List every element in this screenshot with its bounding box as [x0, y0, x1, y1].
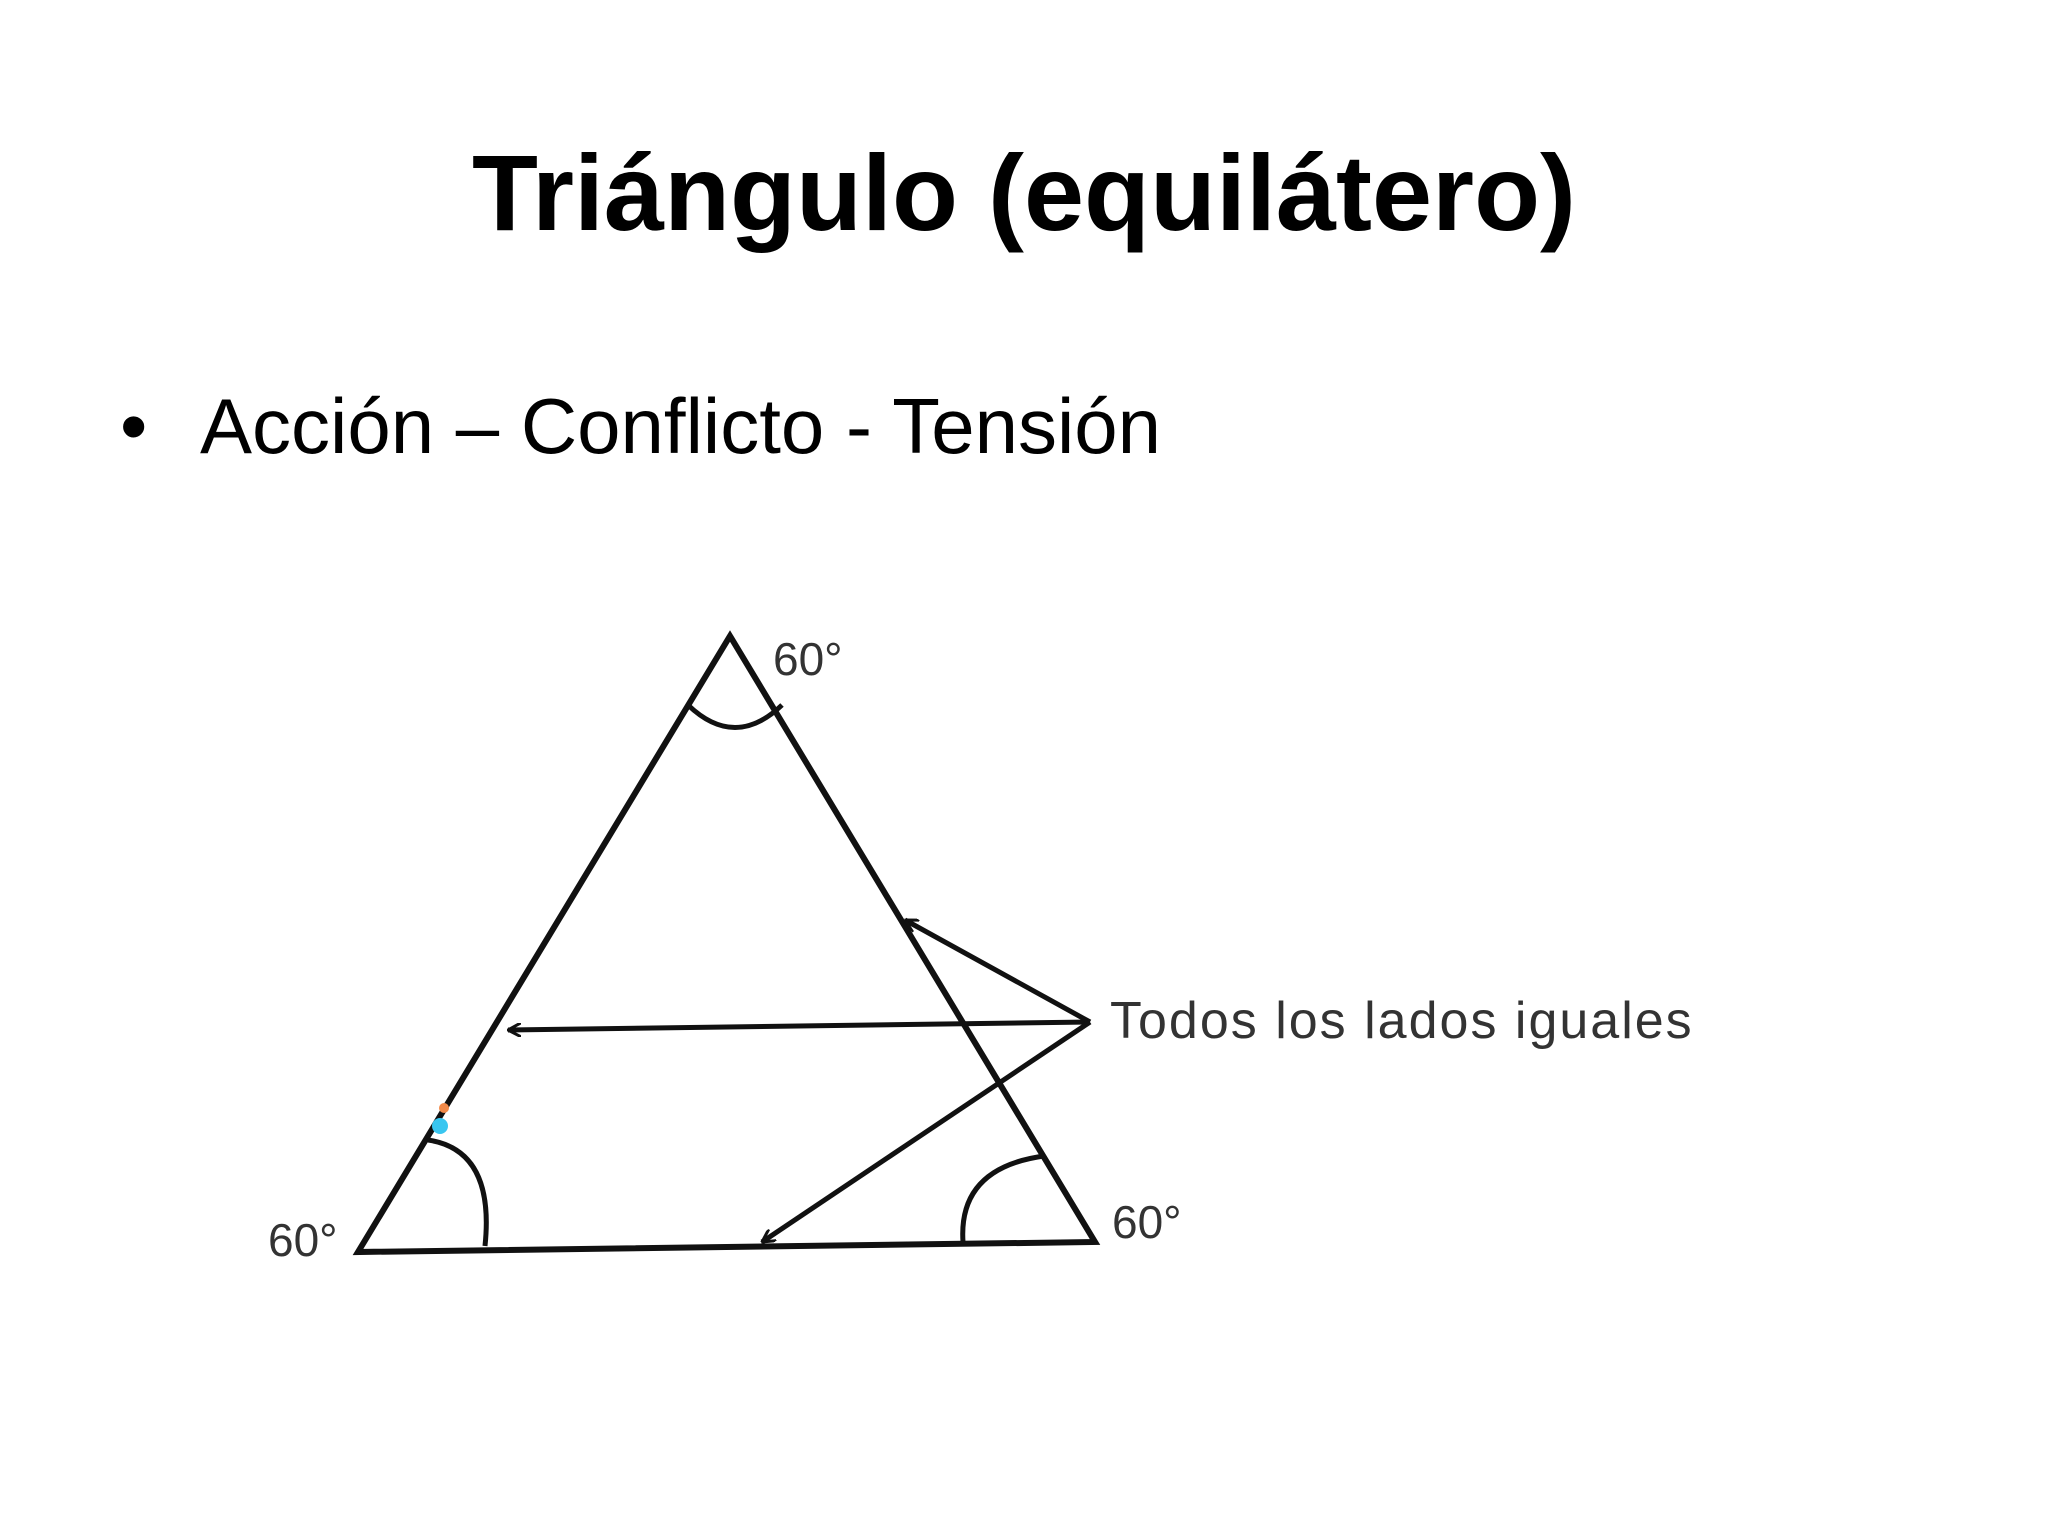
bullet-marker: •: [120, 382, 148, 470]
callout-label: Todos los lados iguales: [1110, 992, 1694, 1050]
angle-label-left: 60°: [268, 1214, 338, 1266]
angle-label-top: 60°: [773, 633, 843, 685]
arrow-to-right-side: [905, 917, 1092, 1025]
color-mark: [432, 1118, 448, 1134]
color-mark-dot: [439, 1103, 449, 1113]
angle-label-right: 60°: [1112, 1196, 1182, 1248]
angle-arc-top: [686, 703, 784, 730]
triangle-shape: [352, 630, 1101, 1256]
slide-title: Triángulo (equilátero): [471, 132, 1577, 253]
angle-arc-right: [960, 1153, 1045, 1243]
arrow-to-left-side: [508, 1019, 1091, 1030]
angle-arc-left: [427, 1137, 489, 1247]
arrow-to-base: [762, 1019, 1092, 1245]
bullet-text: Acción – Conflicto - Tensión: [200, 382, 1162, 470]
bullet-item: • Acción – Conflicto - Tensión: [120, 376, 1161, 476]
